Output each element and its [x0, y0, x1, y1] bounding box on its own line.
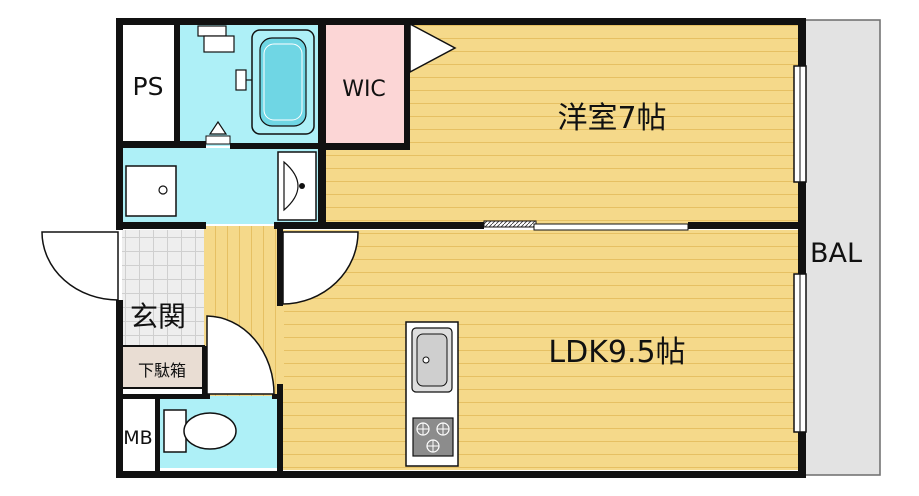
window-west-room	[793, 65, 807, 183]
ldk-floor	[283, 230, 798, 470]
entrance-door	[41, 231, 119, 301]
washing-machine-icon	[125, 165, 177, 217]
bathtub-icon	[251, 29, 315, 135]
label-ps: PS	[133, 72, 164, 101]
label-western-room: 洋室7帖	[557, 101, 666, 136]
label-balcony: BAL	[810, 238, 862, 269]
balcony-area	[802, 19, 881, 476]
label-shoe-box: 下駄箱	[138, 361, 186, 380]
stove-icon	[412, 417, 454, 457]
label-wic: WIC	[342, 77, 386, 102]
toilet-door	[206, 315, 275, 395]
faucet-icon	[197, 25, 252, 91]
ps-room	[122, 24, 174, 142]
door-swing-icon	[409, 22, 457, 74]
walls	[116, 18, 806, 478]
sliding-door	[483, 220, 689, 231]
wic-floor	[325, 24, 405, 145]
sink-icon	[411, 327, 453, 393]
toilet-icon	[163, 409, 237, 453]
window-ldk	[793, 273, 807, 433]
door-arrow-icon	[208, 120, 228, 135]
label-mb: MB	[123, 427, 152, 449]
mb-room	[122, 398, 158, 468]
entrance-tile	[122, 230, 204, 346]
label-ldk: LDK9.5帖	[548, 335, 685, 370]
ldk-door	[282, 231, 359, 305]
label-entrance: 玄関	[130, 300, 186, 333]
washbasin-icon	[277, 151, 317, 221]
